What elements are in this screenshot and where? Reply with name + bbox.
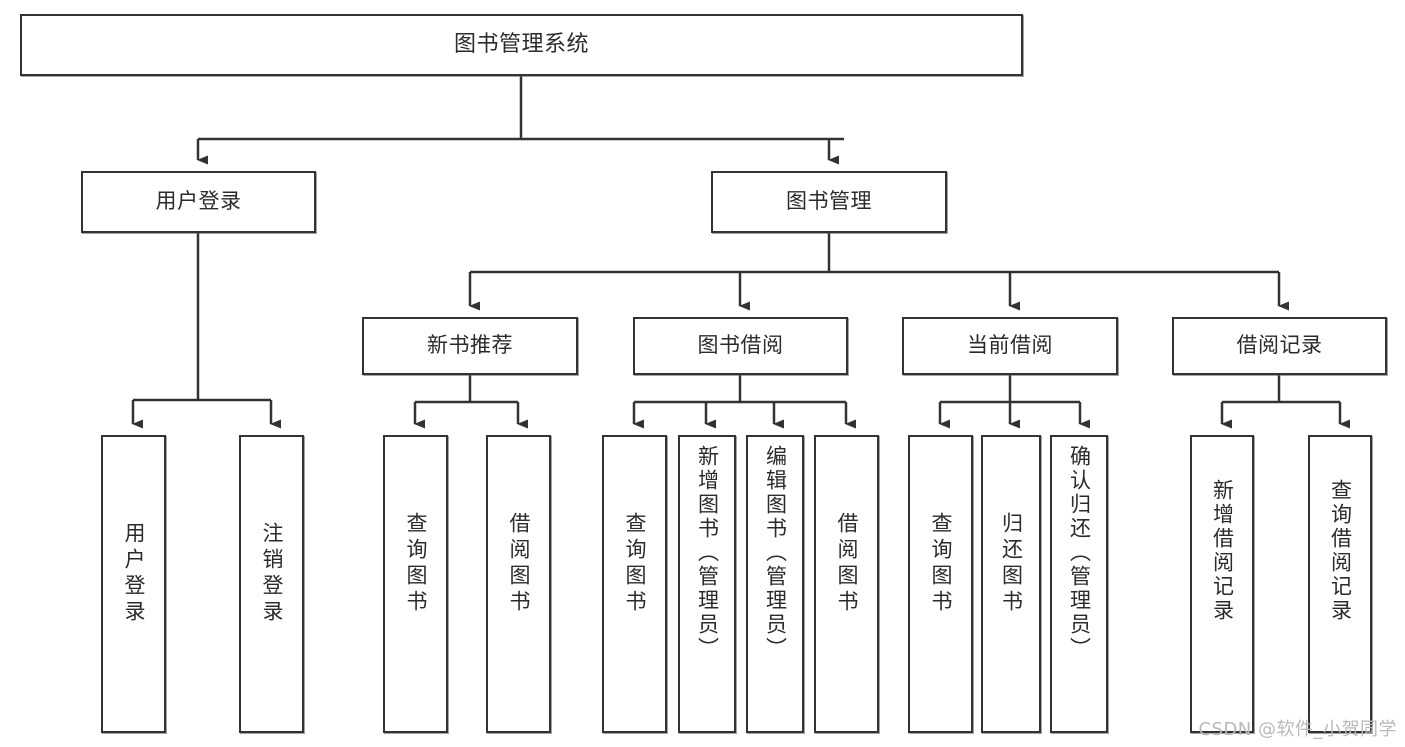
node-leaf-add-record[interactable]: 新增借阅记录 bbox=[1190, 435, 1254, 733]
node-user-login-label: 用户登录 bbox=[155, 189, 242, 214]
node-leaf-borrow-book-1-label: 借阅图书 bbox=[507, 512, 531, 616]
node-leaf-confirm-return[interactable]: 确认归还（管理员） bbox=[1050, 435, 1108, 733]
node-borrow-record-label: 借阅记录 bbox=[1236, 333, 1323, 358]
node-current-borrow-label: 当前借阅 bbox=[967, 333, 1053, 358]
node-leaf-borrow-book-1[interactable]: 借阅图书 bbox=[486, 435, 551, 733]
node-new-book-rec[interactable]: 新书推荐 bbox=[362, 317, 578, 375]
node-leaf-confirm-return-label: 确认归还（管理员） bbox=[1067, 445, 1092, 661]
node-leaf-borrow-book-2[interactable]: 借阅图书 bbox=[814, 435, 879, 733]
node-leaf-logout-label: 注销登录 bbox=[260, 522, 284, 626]
node-leaf-add-book[interactable]: 新增图书（管理员） bbox=[678, 435, 736, 733]
node-book-manage-label: 图书管理 bbox=[786, 189, 872, 214]
node-new-book-rec-label: 新书推荐 bbox=[427, 333, 513, 358]
node-leaf-edit-book-label: 编辑图书（管理员） bbox=[763, 445, 788, 661]
node-leaf-return-book[interactable]: 归还图书 bbox=[981, 435, 1041, 733]
node-user-login[interactable]: 用户登录 bbox=[81, 171, 316, 233]
node-leaf-user-login-label: 用户登录 bbox=[122, 522, 146, 626]
node-leaf-query-book-2[interactable]: 查询图书 bbox=[602, 435, 667, 733]
csdn-watermark: CSDN @软件_小贺同学 bbox=[1198, 719, 1397, 740]
node-leaf-query-record[interactable]: 查询借阅记录 bbox=[1308, 435, 1372, 733]
node-borrow-record[interactable]: 借阅记录 bbox=[1172, 317, 1387, 375]
node-root-label: 图书管理系统 bbox=[453, 31, 589, 57]
node-leaf-query-book-2-label: 查询图书 bbox=[623, 512, 647, 616]
node-book-borrow-label: 图书借阅 bbox=[697, 333, 784, 358]
node-current-borrow[interactable]: 当前借阅 bbox=[902, 317, 1118, 375]
node-leaf-query-book-1-label: 查询图书 bbox=[404, 512, 428, 616]
node-leaf-query-record-label: 查询借阅记录 bbox=[1328, 479, 1353, 623]
node-leaf-query-book-3[interactable]: 查询图书 bbox=[908, 435, 973, 733]
node-book-manage[interactable]: 图书管理 bbox=[711, 171, 947, 233]
node-leaf-add-record-label: 新增借阅记录 bbox=[1210, 479, 1235, 623]
node-leaf-query-book-3-label: 查询图书 bbox=[929, 512, 953, 616]
node-leaf-user-login[interactable]: 用户登录 bbox=[101, 435, 166, 733]
node-leaf-return-book-label: 归还图书 bbox=[999, 512, 1024, 616]
node-root[interactable]: 图书管理系统 bbox=[20, 14, 1023, 76]
node-book-borrow[interactable]: 图书借阅 bbox=[633, 317, 848, 375]
node-leaf-query-book-1[interactable]: 查询图书 bbox=[383, 435, 448, 733]
node-leaf-add-book-label: 新增图书（管理员） bbox=[695, 445, 720, 661]
node-leaf-borrow-book-2-label: 借阅图书 bbox=[835, 512, 859, 616]
node-leaf-edit-book[interactable]: 编辑图书（管理员） bbox=[746, 435, 804, 733]
node-leaf-logout[interactable]: 注销登录 bbox=[239, 435, 304, 733]
